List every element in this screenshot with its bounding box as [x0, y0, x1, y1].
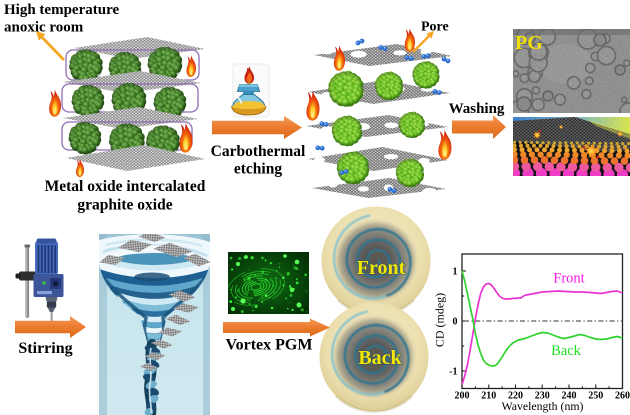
svg-text:200: 200	[455, 391, 470, 402]
svg-text:anoxic room: anoxic room	[4, 20, 84, 36]
svg-text:0: 0	[453, 317, 458, 328]
svg-text:-1: -1	[449, 367, 457, 378]
svg-text:210: 210	[481, 391, 496, 402]
svg-text:Stirring: Stirring	[18, 340, 72, 357]
svg-text:High temperature: High temperature	[4, 2, 119, 18]
svg-text:230: 230	[535, 391, 550, 402]
svg-text:Carbothermal: Carbothermal	[211, 143, 306, 160]
svg-text:Pore: Pore	[421, 20, 449, 35]
svg-text:1: 1	[453, 267, 458, 278]
svg-text:Vortex PGM: Vortex PGM	[226, 337, 313, 354]
svg-text:260: 260	[615, 391, 630, 402]
svg-text:240: 240	[562, 391, 577, 402]
svg-text:Back: Back	[551, 343, 582, 359]
svg-text:CD (mdeg): CD (mdeg)	[433, 293, 447, 347]
svg-text:250: 250	[588, 391, 603, 402]
svg-text:graphite oxide: graphite oxide	[77, 197, 172, 214]
svg-text:Metal oxide intercalated: Metal oxide intercalated	[45, 178, 206, 195]
svg-text:Front: Front	[553, 271, 584, 287]
svg-text:Back: Back	[358, 347, 402, 369]
svg-text:220: 220	[508, 391, 523, 402]
svg-text:PG: PG	[515, 32, 543, 54]
svg-text:Front: Front	[357, 257, 406, 279]
svg-text:Wavelength (nm): Wavelength (nm)	[502, 399, 584, 413]
svg-text:etching: etching	[234, 161, 282, 178]
svg-text:Washing: Washing	[449, 101, 505, 117]
